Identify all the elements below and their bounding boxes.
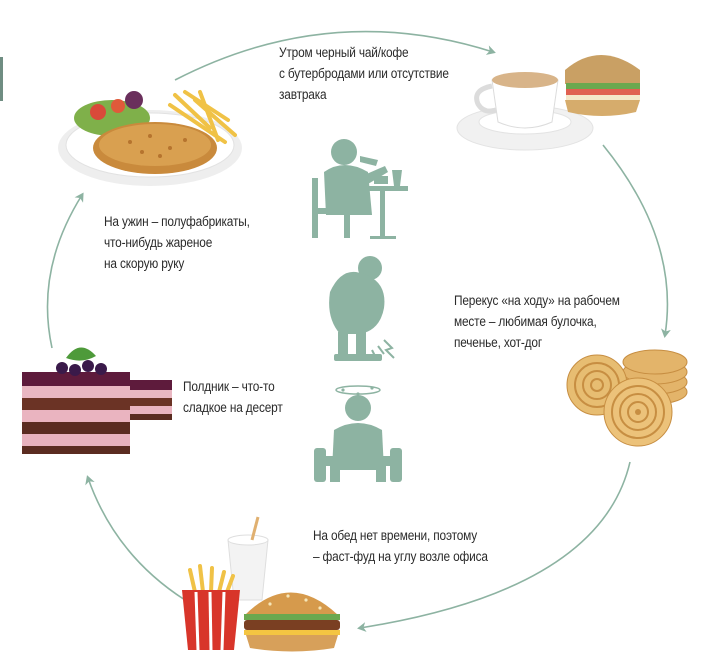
arrow-morning-to-snack — [602, 144, 671, 338]
accent-bar — [0, 57, 3, 101]
caption-morning-line: Утром черный чай/кофе — [279, 45, 409, 60]
caption-snack-line: месте – любимая булочка, — [454, 314, 597, 329]
caption-lunch: На обед нет времени, поэтому – фаст-фуд … — [313, 525, 488, 567]
coffee-sandwich-icon — [456, 55, 640, 151]
schnitzel-plate-icon — [58, 90, 242, 186]
caption-snack: Перекус «на ходу» на рабочем месте – люб… — [454, 290, 620, 353]
caption-afternoon-line: Полдник – что-то — [183, 379, 275, 394]
arrow-snack-to-lunch — [357, 461, 631, 632]
caption-morning: Утром черный чай/кофе с бутербродами или… — [279, 42, 449, 105]
fast-food-icon — [182, 516, 340, 652]
caption-dinner: На ужин – полуфабрикаты, что-нибудь жаре… — [104, 211, 250, 274]
caption-snack-line: печенье, хот-дог — [454, 335, 543, 350]
caption-afternoon-line: сладкое на десерт — [183, 400, 283, 415]
arrow-afternoon-to-dinner — [46, 192, 84, 349]
cookies-icon — [566, 349, 688, 447]
caption-morning-line: завтрака — [279, 87, 327, 102]
arrow-lunch-to-afternoon — [85, 475, 186, 601]
cycle-arrows — [46, 30, 671, 632]
dizzy-person-icon — [314, 385, 402, 482]
caption-lunch-line: На обед нет времени, поэтому — [313, 528, 478, 543]
caption-afternoon: Полдник – что-то сладкое на десерт — [183, 376, 283, 418]
caption-dinner-line: на скорую руку — [104, 256, 185, 271]
caption-lunch-line: – фаст-фуд на углу возле офиса — [313, 549, 488, 564]
overweight-on-scale-icon — [329, 256, 395, 361]
arrow-dinner-to-morning — [174, 30, 496, 81]
caption-snack-line: Перекус «на ходу» на рабочем — [454, 293, 620, 308]
cake-icon — [22, 347, 172, 454]
caption-dinner-line: На ужин – полуфабрикаты, — [104, 214, 250, 229]
person-eating-icon — [312, 139, 408, 239]
caption-morning-line: с бутербродами или отсутствие — [279, 66, 449, 81]
caption-dinner-line: что-нибудь жареное — [104, 235, 213, 250]
